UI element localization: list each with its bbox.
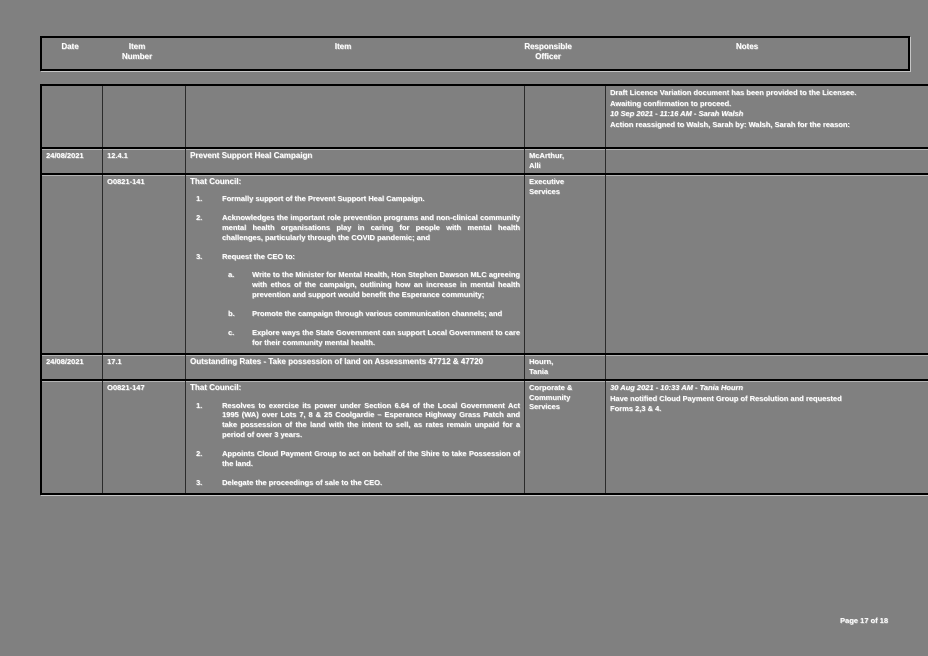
row-2-resolution-notes: 30 Aug 2021 - 10:33 AM - Tania Hourn Hav… (605, 379, 928, 495)
table-row-resolution-2: O0821-147 That Council: Resolves to exer… (41, 379, 928, 495)
header-row: Date Item Number Item Responsible Office… (41, 37, 909, 70)
column-header-item: Item (334, 42, 352, 51)
table-row-resolution-1: O0821-141 That Council: Formally support… (41, 173, 928, 355)
row-2-notes (605, 353, 928, 381)
row-2-officer-line1: Hourn, (529, 357, 554, 367)
row-2-responsible-dept: Corporate & Community Services (524, 379, 606, 495)
row-1-notes (605, 146, 928, 175)
row-2-item-number: 17.1 (102, 353, 186, 381)
row-2-dept-line2: Community (529, 392, 571, 402)
row-1-sublist-item-c: Explore ways the State Government can su… (228, 328, 520, 348)
row-1-sublist-item-a: Write to the Minister for Mental Health,… (228, 270, 520, 300)
row-2-note-line1: Have notified Cloud Payment Group of Res… (610, 393, 842, 403)
table-row-title-1: 24/08/2021 12.4.1 Prevent Support Heal C… (41, 146, 928, 175)
carryover-item-cell (185, 85, 525, 148)
carryover-note-line2: Awaiting confirmation to proceed. (610, 98, 732, 108)
row-2-list-item-1: Resolves to exercise its power under Sec… (196, 400, 520, 440)
table-row-title-2: 24/08/2021 17.1 Outstanding Rates - Take… (41, 353, 928, 381)
row-2-note-line2: Forms 2,3 & 4. (610, 404, 662, 414)
table-row-carryover: Draft Licence Variation document has bee… (41, 85, 928, 148)
table-body: Draft Licence Variation document has bee… (40, 84, 928, 496)
row-2-note-stamp: 30 Aug 2021 - 10:33 AM - Tania Hourn (610, 383, 743, 393)
carryover-officer-cell (524, 85, 606, 148)
row-2-responsible-officer: Hourn, Tania (524, 353, 606, 381)
row-2-resolution-list: Resolves to exercise its power under Sec… (190, 401, 520, 489)
column-header-responsible-officer: Responsible Officer (510, 37, 586, 70)
row-1-list-item-1-text: Formally support of the Prevent Support … (222, 194, 425, 204)
column-header-notes: Notes (735, 42, 759, 51)
row-1-list-item-3-text: Request the CEO to: (222, 252, 295, 262)
row-1-sublist-item-b: Promote the campaign through various com… (228, 309, 503, 319)
row-1-sublist: Write to the Minister for Mental Health,… (222, 270, 520, 348)
row-1-responsible-officer: McArthur, Alli (524, 146, 606, 175)
row-1-list-item-1: Formally support of the Prevent Support … (196, 194, 520, 204)
row-1-resolution-number: O0821-141 (102, 173, 186, 355)
row-1-dept-line2: Services (529, 186, 560, 196)
row-1-resolution-list: Formally support of the Prevent Support … (190, 194, 520, 348)
column-header-date: Date (61, 42, 79, 51)
row-1-responsible-dept: Executive Services (524, 173, 606, 355)
carryover-date-cell (41, 85, 103, 148)
column-header-item-number: Item Number (98, 37, 176, 70)
row-2-resolution-body: That Council: Resolves to exercise its p… (185, 379, 525, 495)
row-1-officer-line1: McArthur, (529, 151, 565, 160)
row-1-list-item-2: Acknowledges the important role preventi… (196, 213, 520, 243)
row-1-resolution-intro: That Council: (190, 177, 242, 187)
row-1-item-number: 12.4.1 (102, 146, 186, 175)
carryover-notes-cell: Draft Licence Variation document has bee… (606, 85, 928, 148)
column-header-item-number-line1: Item (128, 42, 146, 51)
table-column-header: Date Item Number Item Responsible Office… (40, 36, 910, 72)
row-2-item-title: Outstanding Rates - Take possession of l… (185, 353, 525, 381)
row-2-res-date (41, 379, 103, 495)
column-header-officer-line2: Officer (535, 52, 561, 62)
row-1-list-item-2-text: Acknowledges the important role preventi… (222, 213, 520, 243)
row-1-resolution-notes (605, 173, 928, 355)
row-1-officer-line2: Alli (529, 160, 541, 170)
row-1-resolution-body: That Council: Formally support of the Pr… (185, 173, 525, 355)
row-1-item-title: Prevent Support Heal Campaign (185, 146, 525, 175)
carryover-note-line3: Action reassigned to Walsh, Sarah by: Wa… (610, 119, 850, 129)
row-2-list-item-2: Appoints Cloud Payment Group to act on b… (196, 449, 520, 469)
carryover-note-line1: Draft Licence Variation document has bee… (610, 88, 857, 97)
column-header-item-number-line2: Number (121, 52, 153, 62)
row-1-date: 24/08/2021 (41, 146, 103, 175)
row-1-dept-line1: Executive (529, 177, 565, 187)
row-1-list-item-3: Request the CEO to: Write to the Ministe… (196, 252, 520, 348)
row-1-res-date (41, 173, 103, 355)
page-footer: Page 17 of 18 (840, 616, 888, 625)
row-2-dept-line3: Services (529, 402, 560, 412)
column-header-officer-line1: Responsible (524, 42, 572, 51)
carryover-note-stamp: 10 Sep 2021 - 11:16 AM - Sarah Walsh (610, 109, 744, 119)
row-2-list-item-3: Delegate the proceedings of sale to the … (196, 478, 383, 488)
row-2-officer-line2: Tania (529, 366, 549, 376)
carryover-item-number-cell (102, 85, 186, 148)
row-2-resolution-number: O0821-147 (102, 379, 186, 495)
row-2-resolution-intro: That Council: (190, 383, 242, 393)
row-2-date: 24/08/2021 (41, 353, 103, 381)
row-2-dept-line1: Corporate & (529, 383, 573, 393)
